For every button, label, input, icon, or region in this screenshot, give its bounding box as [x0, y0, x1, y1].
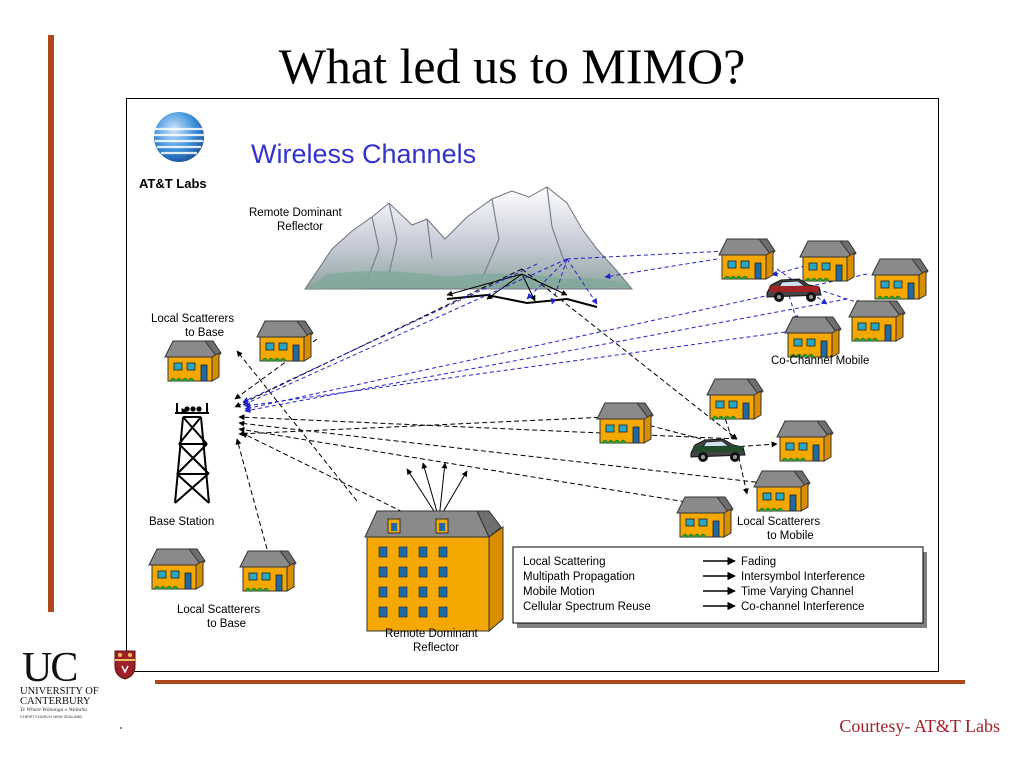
diagram-canvas: AT&T Labs Wireless Channels Remote Domin…: [139, 112, 929, 654]
house-base-bottom-2: [239, 550, 297, 592]
courtesy-credit: Courtesy- AT&T Labs: [839, 716, 1000, 736]
mobile-car: [690, 438, 746, 463]
att-globe-icon: [154, 112, 204, 162]
local-scatterers-mobile-label-1: Local Scatterers: [737, 516, 820, 528]
house-mobile-scatter-5: [676, 496, 734, 538]
slide-title: What led us to MIMO?: [278, 38, 746, 94]
mountains-illustration: [304, 186, 634, 290]
remote-reflector-bottom-label-2: Reflector: [413, 642, 459, 654]
house-cochannel-1: [718, 238, 776, 280]
bottom-accent-rule: [155, 680, 965, 684]
local-scatterers-mobile-label-2: to Mobile: [767, 530, 814, 542]
remote-reflector-top-label-2: Reflector: [277, 221, 323, 233]
att-labs-label: AT&T Labs: [139, 176, 207, 191]
uc-line-1: UNIVERSITY OF: [20, 686, 99, 697]
reflector-scatter-arrows: [406, 273, 568, 520]
legend-cause-4: Cellular Spectrum Reuse: [523, 601, 651, 613]
house-cochannel-5: [784, 316, 842, 358]
remote-reflector-bottom-label-1: Remote Dominant: [385, 628, 478, 640]
house-mobile-scatter-4: [753, 470, 811, 512]
ground-scatter-mark: [446, 293, 598, 308]
wireless-channels-figure: AT&T Labs Wireless Channels Remote Domin…: [126, 98, 939, 672]
legend-effect-1: Fading: [741, 556, 776, 568]
stray-dot: [120, 727, 122, 729]
university-crest-icon: [114, 650, 136, 680]
house-cochannel-4: [848, 300, 906, 342]
left-accent-bar: [48, 35, 54, 612]
reflector-building: [364, 510, 504, 633]
local-scatterers-base-bottom-label-2: to Base: [207, 618, 246, 630]
legend-cause-1: Local Scattering: [523, 556, 605, 568]
legend-cause-2: Multipath Propagation: [523, 571, 635, 583]
house-cochannel-2: [799, 240, 857, 282]
figure-heading: Wireless Channels: [251, 139, 476, 169]
house-mobile-scatter-3: [776, 420, 834, 462]
legend-effect-2: Intersymbol Interference: [741, 571, 865, 583]
uc-motto: Te Whare Wānanga o Waitaha: [20, 707, 87, 713]
house-cochannel-3: [871, 258, 929, 300]
signal-paths: [234, 268, 778, 550]
legend-rows: Local Scattering Multipath Propagation M…: [523, 556, 865, 613]
base-station-label: Base Station: [149, 516, 214, 528]
house-mobile-scatter-1: [596, 402, 654, 444]
co-channel-mobile-car: [766, 278, 822, 303]
uc-letters: UC: [22, 645, 78, 691]
house-base-bottom-1: [148, 548, 206, 590]
house-mobile-scatter-2: [706, 378, 764, 420]
base-station-tower-icon: [174, 403, 210, 504]
remote-reflector-top-label-1: Remote Dominant: [249, 207, 342, 219]
co-channel-mobile-label: Co-Channel Mobile: [771, 355, 869, 367]
uc-line-2: CANTERBURY: [20, 696, 91, 707]
local-scatterers-base-bottom-label-1: Local Scatterers: [177, 604, 260, 616]
legend-effect-4: Co-channel Interference: [741, 601, 864, 613]
legend-box: [512, 546, 927, 628]
local-scatterers-base-top-label-2: to Base: [185, 327, 224, 339]
uc-place: CHRISTCHURCH NEW ZEALAND: [20, 714, 83, 719]
legend-effect-3: Time Varying Channel: [741, 586, 854, 598]
legend-cause-3: Mobile Motion: [523, 586, 595, 598]
house-base-top-large: [164, 340, 222, 382]
university-logo: UC UNIVERSITY OF CANTERBURY Te Whare Wān…: [20, 645, 136, 720]
local-scatterers-base-top-label-1: Local Scatterers: [151, 313, 234, 325]
house-base-top-small: [256, 320, 314, 362]
